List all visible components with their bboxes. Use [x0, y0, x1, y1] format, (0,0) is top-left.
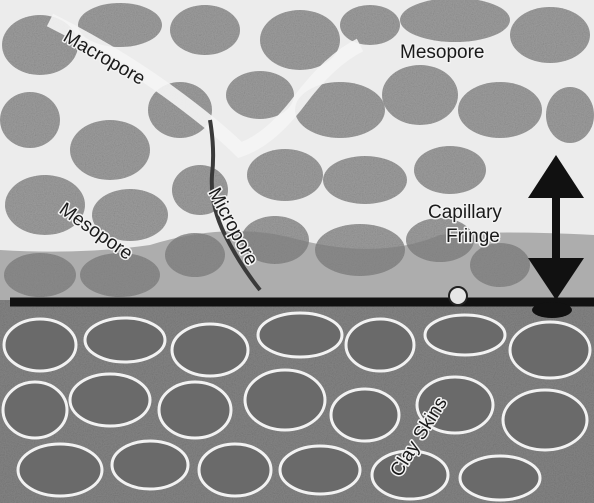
air-bubble — [449, 287, 467, 305]
label-fringe: Fringe — [446, 226, 500, 247]
label-capillary: Capillary — [428, 202, 502, 223]
water-table-marker — [532, 302, 572, 318]
label-mesopore-top: Mesopore — [400, 42, 485, 63]
